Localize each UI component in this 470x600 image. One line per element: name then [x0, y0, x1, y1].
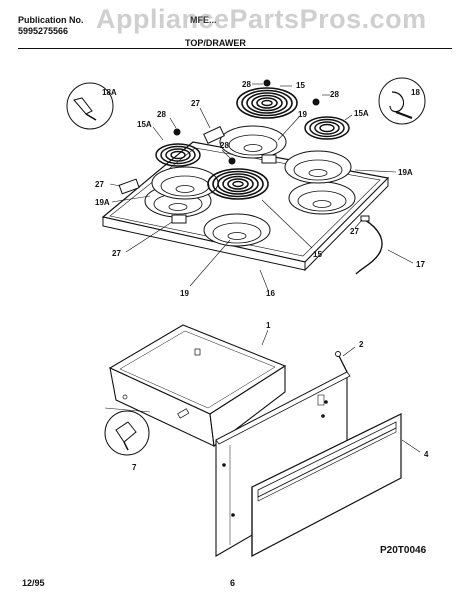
callout-28-left: 28	[157, 110, 166, 119]
cooktop-right-edge	[304, 176, 389, 272]
receptacle-block-rear	[203, 126, 225, 144]
cooktop-callouts: 28 15 28 18 18A 27 15A 28 19 15A 19A 27 …	[95, 80, 425, 298]
drip-pan-front-center	[203, 213, 271, 247]
callout-17: 17	[416, 260, 425, 269]
drawer-body-right	[209, 364, 286, 448]
callout-18a: 18A	[102, 88, 117, 97]
receptacle-block-center	[261, 154, 277, 164]
publication-label: Publication No.	[18, 15, 84, 25]
header-rule	[18, 48, 452, 49]
drawer-assembly	[104, 324, 402, 557]
footer-date: 12/95	[22, 578, 45, 588]
callout-2: 2	[359, 340, 364, 349]
detail-inset-18	[378, 77, 426, 125]
callout-19a-left: 19A	[95, 198, 110, 207]
callout-16: 16	[266, 289, 275, 298]
drip-pan-right	[284, 150, 352, 184]
section-title: TOP/DRAWER	[185, 38, 246, 48]
callout-28-center: 28	[220, 141, 229, 150]
harness-connector	[360, 215, 370, 222]
publication-block: Publication No. 5995275566	[18, 15, 84, 37]
drawer-screw	[338, 355, 348, 373]
receptacle-block-left	[118, 178, 140, 195]
footer-page: 6	[230, 578, 236, 588]
callout-28-top: 28	[242, 80, 251, 89]
callout-7: 7	[132, 463, 137, 472]
callout-1: 1	[266, 321, 271, 330]
cooktop-assembly	[101, 79, 390, 275]
callout-28-right: 28	[330, 90, 339, 99]
detail-inset-18a	[66, 82, 114, 130]
surface-element-rear-large	[236, 87, 298, 119]
callout-15-top: 15	[296, 81, 305, 90]
callout-27-left: 27	[95, 180, 104, 189]
callout-15a-left: 15A	[137, 120, 152, 129]
screw-28-center	[228, 157, 236, 165]
surface-element-right-small	[304, 116, 350, 140]
callout-27-rear: 27	[191, 99, 200, 108]
callout-27-right: 27	[350, 227, 359, 236]
callout-18: 18	[411, 88, 420, 97]
receptacle-block-front	[171, 214, 187, 224]
callout-15-front: 15	[313, 250, 322, 259]
screw-28-left	[173, 128, 181, 136]
wire-harness	[355, 219, 383, 275]
callout-27-front: 27	[112, 249, 121, 258]
drip-pan-right-front	[288, 181, 356, 215]
publication-number: 5995275566	[18, 26, 69, 36]
screw-28-top	[263, 79, 271, 87]
callout-19-upper: 19	[298, 110, 307, 119]
callout-4: 4	[424, 450, 429, 459]
screw-28-right	[312, 98, 320, 106]
callout-15a-right: 15A	[354, 109, 369, 118]
drawer-callouts: 1 2 4 7	[132, 321, 429, 472]
model-text: MFE...	[190, 15, 217, 25]
figure-id: P20T0046	[380, 545, 427, 556]
watermark: AppliancePartsPros.com	[96, 4, 427, 34]
callout-19-front: 19	[180, 289, 189, 298]
drip-pan-rear	[219, 125, 287, 159]
callout-19a-right: 19A	[398, 168, 413, 177]
